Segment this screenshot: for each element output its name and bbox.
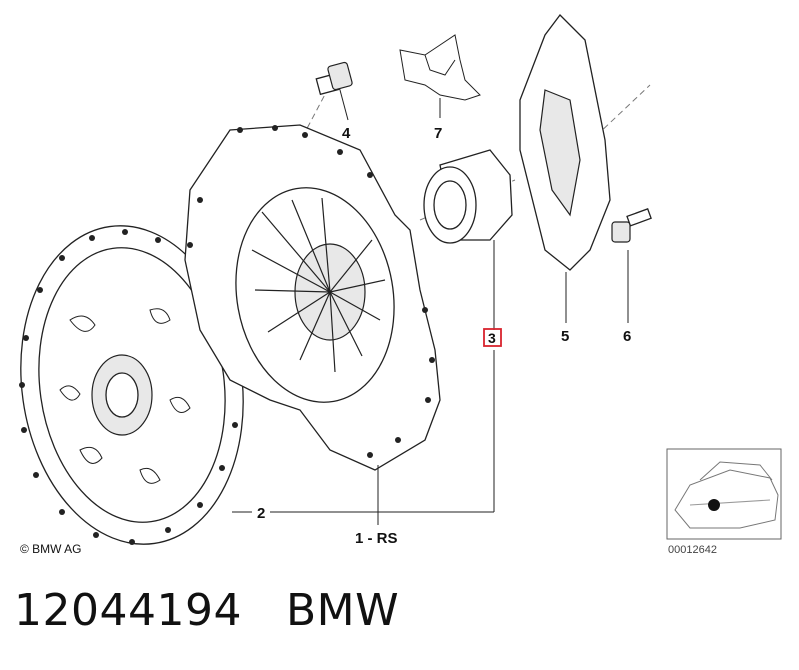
clutch-disc	[19, 225, 244, 545]
bolt	[315, 61, 353, 96]
callout-7: 7	[434, 125, 442, 142]
retaining-clip	[399, 34, 481, 101]
stud	[611, 208, 652, 243]
callout-2: 2	[257, 505, 265, 522]
location-marker	[708, 499, 720, 511]
part-number: 12044194	[14, 585, 242, 636]
callout-3-highlight-box	[483, 328, 502, 347]
part-number-line: 12044194 BMW	[14, 585, 399, 636]
release-bearing	[423, 149, 513, 244]
copyright-notice: © BMW AG	[20, 542, 82, 556]
callout-3: 3	[488, 330, 496, 346]
callout-1-rs: 1 - RS	[355, 530, 398, 547]
pressure-plate	[184, 124, 441, 471]
brand-name: BMW	[285, 585, 400, 636]
car-locator-inset	[666, 448, 782, 540]
diagram-id: 00012642	[668, 544, 717, 556]
callout-6: 6	[623, 328, 631, 345]
guide-plate	[519, 14, 611, 271]
callout-5: 5	[561, 328, 569, 345]
leader-lines	[232, 89, 629, 525]
callout-4: 4	[342, 125, 351, 142]
